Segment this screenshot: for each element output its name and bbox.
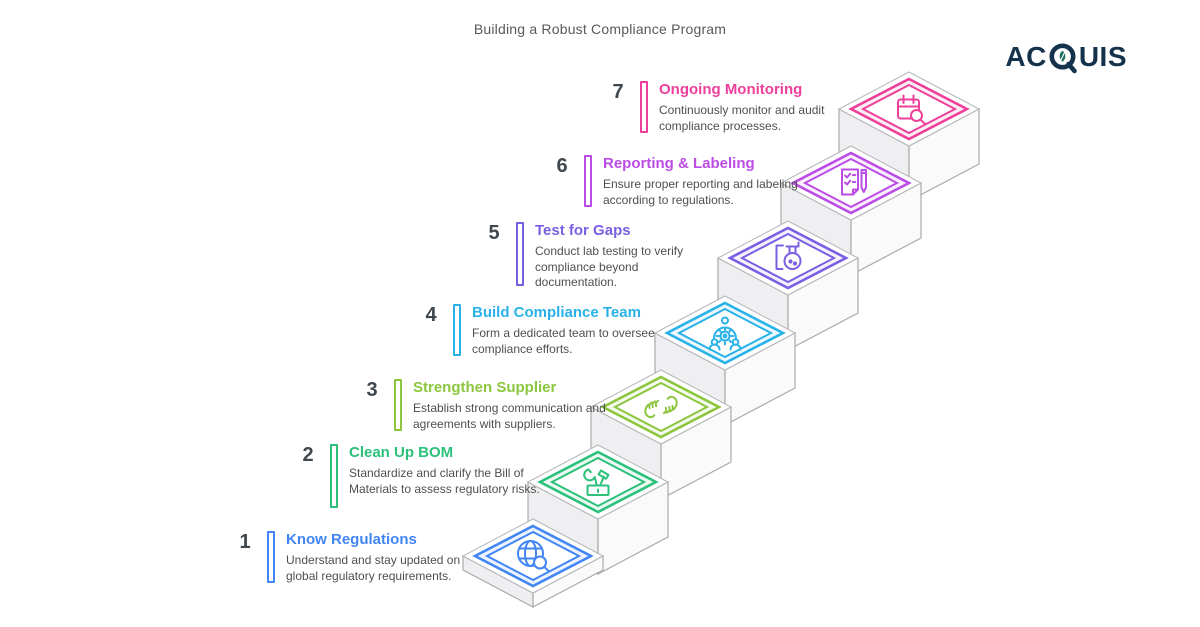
- globe-search-icon: [517, 540, 550, 572]
- acquis-logo: AC UIS: [1005, 40, 1127, 74]
- acquis-q-leaf-icon: [1049, 43, 1077, 74]
- step-description: Understand and stay updated on global re…: [286, 553, 461, 583]
- step-description: Establish strong communication and agree…: [413, 401, 606, 431]
- step-1-text-block: 1 Know Regulations Understand and stay u…: [236, 531, 481, 584]
- step-description: Continuously monitor and audit complianc…: [659, 103, 825, 133]
- step-1-platform: [461, 518, 605, 608]
- checklist-pen-icon: [841, 168, 867, 196]
- calendar-search-icon: [897, 94, 926, 125]
- step-accent-bar: [453, 304, 461, 356]
- step-title: Build Compliance Team: [472, 304, 641, 321]
- step-title: Strengthen Supplier: [413, 379, 557, 396]
- step-3-text-block: 3 Strengthen Supplier Establish strong c…: [363, 379, 608, 432]
- step-accent-bar: [516, 222, 524, 286]
- step-number: 4: [425, 304, 437, 326]
- step-title: Test for Gaps: [535, 222, 631, 239]
- step-6-text-block: 6 Reporting & Labeling Ensure proper rep…: [553, 155, 798, 208]
- logo-text-ac: AC: [1005, 41, 1047, 72]
- step-accent-bar: [394, 379, 402, 431]
- step-description: Form a dedicated team to oversee complia…: [472, 326, 655, 356]
- step-number: 3: [366, 379, 378, 401]
- step-4-text-block: 4 Build Compliance Team Form a dedicated…: [422, 304, 667, 357]
- step-accent-bar: [640, 81, 648, 133]
- page-title: Building a Robust Compliance Program: [473, 21, 727, 37]
- step-title: Clean Up BOM: [349, 444, 454, 461]
- tools-icon: [583, 468, 610, 496]
- step-number: 6: [556, 155, 568, 177]
- step-title: Know Regulations: [286, 531, 417, 548]
- step-title: Ongoing Monitoring: [659, 81, 803, 98]
- step-number: 2: [302, 444, 314, 466]
- step-accent-bar: [267, 531, 275, 583]
- step-5-text-block: 5 Test for Gaps Conduct lab testing to v…: [485, 222, 705, 291]
- step-title: Reporting & Labeling: [603, 155, 755, 172]
- lab-flask-icon: [775, 241, 802, 270]
- step-accent-bar: [330, 444, 338, 508]
- step-accent-bar: [584, 155, 592, 207]
- team-gear-icon: [708, 316, 742, 351]
- handshake-icon: [644, 395, 678, 419]
- step-2-platform: [526, 444, 670, 575]
- step-description: Standardize and clarify the Bill of Mate…: [349, 466, 540, 496]
- step-number: 5: [488, 222, 500, 244]
- step-description: Conduct lab testing to verify compliance…: [535, 244, 684, 290]
- step-7-platform: [837, 71, 981, 202]
- step-2-text-block: 2 Clean Up BOM Standardize and clarify t…: [299, 444, 544, 508]
- step-number: 1: [239, 531, 251, 553]
- step-7-text-block: 7 Ongoing Monitoring Continuously monito…: [609, 81, 839, 134]
- logo-text-uis: UIS: [1078, 41, 1127, 72]
- step-number: 7: [612, 81, 624, 103]
- step-description: Ensure proper reporting and labeling acc…: [603, 177, 798, 207]
